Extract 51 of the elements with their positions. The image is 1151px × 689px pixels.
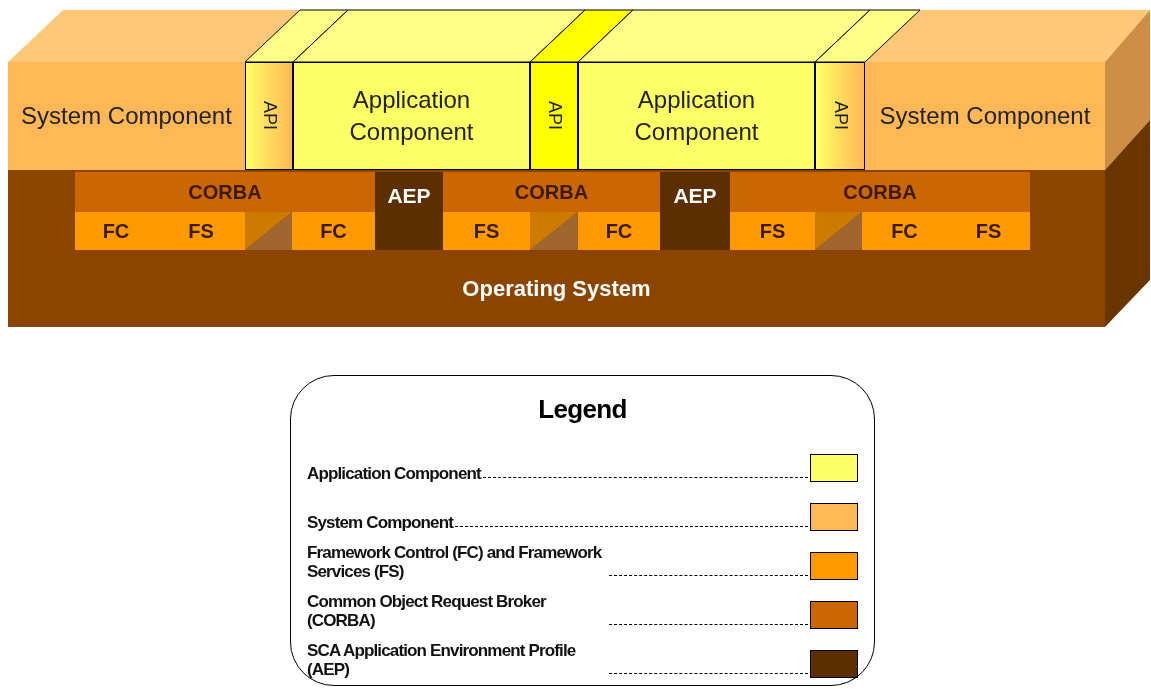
block-label: FS <box>188 219 214 244</box>
split-block <box>815 212 862 250</box>
api-layer <box>530 62 578 170</box>
block-label: API <box>829 101 852 131</box>
legend-text: SCA Application Environment Profile (AEP) <box>307 640 577 680</box>
split-block <box>245 212 292 250</box>
block-label: CORBA <box>188 180 262 205</box>
block-label: Application Component <box>633 84 760 147</box>
aep-block <box>660 172 730 250</box>
framework-block <box>157 212 245 250</box>
block-label: FS <box>759 219 786 244</box>
legend-text: Framework Control (FC) and Framework Services (FS) <box>307 542 603 582</box>
legend-text: Common Object Request Broker (CORBA) <box>307 591 548 631</box>
framework-block <box>862 212 947 250</box>
application-component-block <box>293 62 530 170</box>
legend-text: Application Component <box>307 464 481 484</box>
block-label: CORBA <box>843 180 917 205</box>
block-label: FS <box>975 219 1002 244</box>
framework-block <box>947 212 1030 250</box>
block-label: FC <box>605 219 633 244</box>
framework-block <box>443 212 530 250</box>
framework-block <box>75 212 157 250</box>
block-label: CORBA <box>514 180 589 205</box>
block-label: AEP <box>387 183 431 210</box>
corba-band <box>443 172 660 212</box>
corba-band <box>730 172 1030 212</box>
block-label: FS <box>473 219 500 244</box>
legend-title: Legend <box>537 396 628 422</box>
block-label: Operating System <box>462 275 651 303</box>
framework-block <box>578 212 660 250</box>
block-label: FC <box>891 219 918 244</box>
operating-system-slab <box>8 170 1105 327</box>
api-layer <box>245 62 293 170</box>
block-label: System Component <box>21 100 232 131</box>
framework-block <box>292 212 375 250</box>
system-component-block <box>8 62 245 170</box>
api-layer <box>815 62 865 170</box>
framework-block <box>730 212 815 250</box>
system-component-block <box>865 62 1105 170</box>
legend-text: System Component <box>307 513 454 533</box>
application-component-block <box>578 62 815 170</box>
split-block <box>530 212 578 250</box>
block-label: AEP <box>673 183 717 210</box>
aep-block <box>375 172 443 250</box>
corba-band <box>75 172 375 212</box>
block-label: FC <box>320 219 347 244</box>
block-label: FC <box>102 219 130 244</box>
block-label: Application Component <box>348 84 475 147</box>
block-label: API <box>258 101 281 131</box>
block-label: API <box>543 101 566 131</box>
block-label: System Component <box>879 100 1091 131</box>
